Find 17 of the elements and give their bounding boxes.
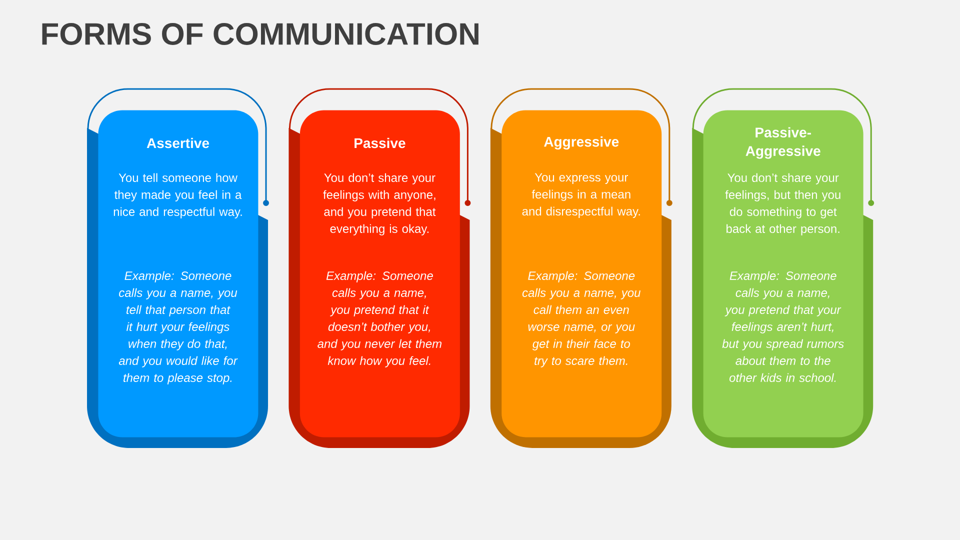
- card-title: Passive: [354, 138, 406, 148]
- card: [98, 110, 258, 438]
- card-title: Aggressive: [544, 136, 619, 150]
- card-title: Assertive: [146, 138, 210, 148]
- example-text: Example: Someone calls you a name, you pretend that it doesn’t bother you, and you never let them know how you feel.: [318, 271, 442, 368]
- example-text: Example: Someone calls you a name, you pretend that your feelings aren’t hurt, but you spread rumors about them to the other kids in school.: [722, 271, 844, 382]
- card: [703, 110, 864, 438]
- title: FORMS OF COMMUNICATION: [42, 23, 478, 45]
- card-title: Passive-Aggressive: [746, 127, 820, 159]
- card: [300, 110, 460, 438]
- card: [502, 110, 662, 438]
- card-text: You tell someone how they made you feel in a nice and respectful way.: [114, 173, 242, 218]
- card-text: You don’t share your feelings, but then you do something to get back at other person.: [725, 173, 840, 236]
- card-text: You don’t share your feelings with anyone, and you pretend that everything is okay.: [323, 173, 436, 236]
- example-text: Example: Someone calls you a name, you call them an even worse name, or you get in their face to try to scare them.: [522, 271, 640, 368]
- card-text: You express your feelings in a mean and disrespectful way.: [522, 173, 640, 218]
- example-text: Example: Someone calls you a name, you tell that person that it hurt your feelings when they do that, and you would like for them to please stop.: [118, 271, 238, 384]
